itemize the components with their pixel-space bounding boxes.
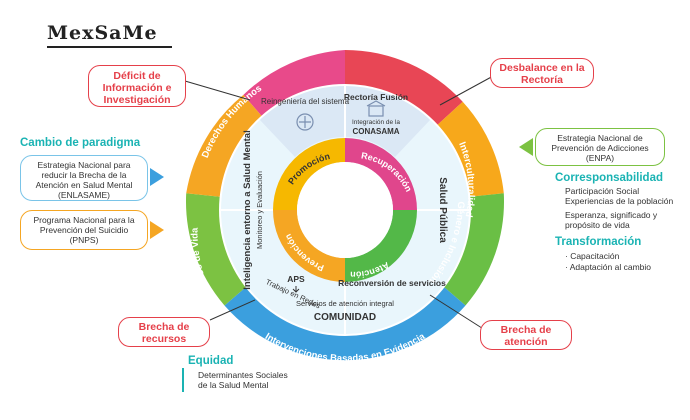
middle-label-bottom-center-sub: Servicios de atención integral bbox=[296, 299, 394, 308]
outer-segment-empoderamiento bbox=[345, 50, 463, 126]
callout-brecha-atencion: Brecha de atención bbox=[480, 320, 572, 350]
inner-segment-promocion bbox=[273, 138, 345, 210]
outer-segment-curso-de-vida bbox=[185, 193, 251, 306]
middle-label-bottom-center-title: COMUNIDAD bbox=[314, 312, 376, 323]
callout-desbalance: Desbalance en la Rectoría bbox=[490, 58, 594, 88]
equidad-bar bbox=[182, 368, 184, 392]
middle-label-left-sub: Monitoreo y Evaluación bbox=[255, 171, 264, 249]
outer-segment-intervenciones bbox=[224, 282, 466, 361]
box-enlasame: Estrategia Nacional para reducir la Brec… bbox=[20, 155, 148, 201]
middle-label-bottom-right-title: Reconversión de servicios bbox=[338, 278, 446, 288]
header-corresponsabilidad: Corresponsabilidad bbox=[555, 172, 663, 184]
outer-segment-genero bbox=[439, 193, 505, 306]
outer-segment-interculturalidad bbox=[436, 101, 504, 197]
box-enpa: Estrategia Nacional de Prevención de Adi… bbox=[535, 128, 665, 166]
box-pnps: Programa Nacional para la Prevención del… bbox=[20, 210, 148, 250]
inner-ring bbox=[273, 138, 417, 282]
brand-logo: MexSaMe bbox=[47, 22, 158, 44]
arrow-down-icon bbox=[292, 286, 300, 293]
center-hole bbox=[297, 162, 393, 258]
inner-segment-prevencion bbox=[273, 210, 345, 282]
connector-lines bbox=[184, 74, 496, 331]
header-transformacion: Transformación bbox=[555, 236, 642, 248]
middle-label-right: Salud Pública bbox=[437, 177, 448, 243]
arrow-left-green-icon bbox=[519, 138, 533, 156]
header-equidad: Equidad bbox=[188, 355, 234, 367]
callout-brecha-recursos: Brecha de recursos bbox=[118, 317, 210, 347]
text-esperanza: Esperanza, significado y propósito de vi… bbox=[565, 210, 658, 230]
outer-segment-derechos-humanos bbox=[186, 94, 266, 197]
arrow-right-orange-icon bbox=[150, 221, 164, 239]
header-cambio-de-paradigma: Cambio de paradigma bbox=[20, 137, 141, 149]
middle-label-bottom-left-title: APS bbox=[287, 274, 305, 284]
brain-circuit-icon bbox=[296, 113, 314, 131]
arrow-right-blue-icon bbox=[150, 168, 164, 186]
middle-label-top-right-sub: Integración de la bbox=[352, 119, 400, 126]
building-icon bbox=[366, 100, 386, 117]
text-adaptacion: · Adaptación al cambio bbox=[565, 262, 651, 272]
middle-label-top-right-title: Rectoría Fusión bbox=[344, 92, 408, 102]
inner-segment-atencion bbox=[345, 210, 417, 282]
brand-underline bbox=[47, 46, 172, 48]
outer-segment-atencion-universal bbox=[243, 50, 345, 121]
outer-ring bbox=[185, 50, 505, 361]
callout-deficit: Déficit de Información e Investigación bbox=[88, 65, 186, 107]
text-determinantes: Determinantes Sociales de la Salud Menta… bbox=[198, 370, 288, 390]
text-participacion: Participación Social Experiencias de la … bbox=[565, 186, 674, 206]
middle-label-top-left: Reingeniería del sistema bbox=[261, 97, 350, 106]
middle-label-top-right-name: CONASAMA bbox=[352, 127, 399, 136]
inner-segment-recuperacion bbox=[345, 138, 417, 210]
text-capacitacion: · Capacitación bbox=[565, 251, 620, 261]
middle-label-left: Inteligencia entorno a Salud Mental bbox=[242, 130, 253, 289]
